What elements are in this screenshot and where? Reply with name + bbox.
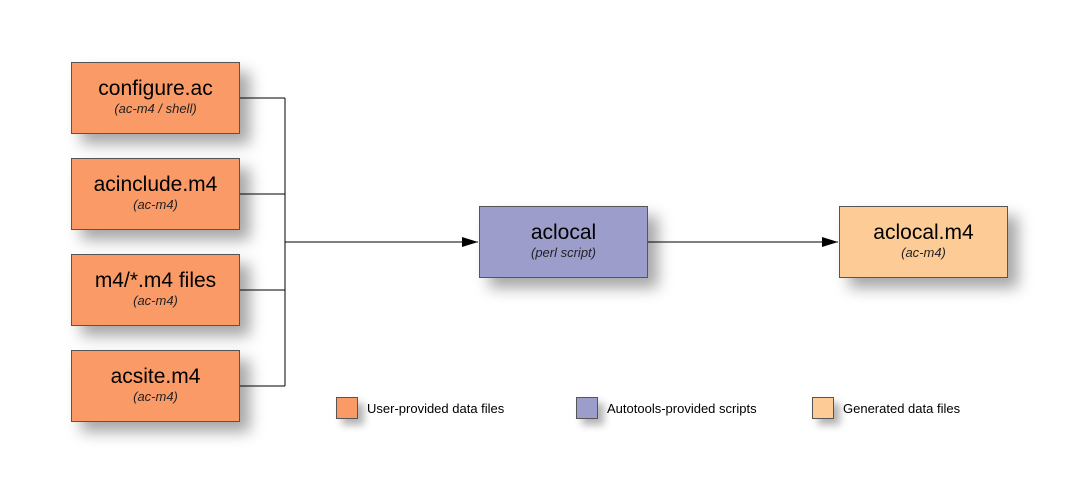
node-configure-ac: configure.ac (ac-m4 / shell) — [71, 62, 240, 134]
node-title: aclocal.m4 — [873, 221, 974, 244]
node-subtitle: (perl script) — [530, 245, 596, 260]
legend-swatch-user — [336, 397, 358, 419]
node-subtitle: (ac-m4) — [133, 389, 178, 404]
legend-generated: Generated data files — [812, 397, 960, 419]
legend-user-provided: User-provided data files — [336, 397, 504, 419]
node-subtitle: (ac-m4) — [901, 245, 946, 260]
node-title: acinclude.m4 — [93, 173, 218, 196]
node-title: acsite.m4 — [110, 365, 201, 388]
legend-swatch-generated — [812, 397, 834, 419]
legend-label: User-provided data files — [367, 400, 505, 416]
node-title: configure.ac — [98, 77, 213, 100]
node-subtitle: (ac-m4) — [133, 293, 178, 308]
node-title: m4/*.m4 files — [94, 269, 217, 292]
node-subtitle: (ac-m4) — [133, 197, 178, 212]
legend-label: Generated data files — [843, 400, 961, 416]
legend-swatch-script — [576, 397, 598, 419]
node-aclocal-m4: aclocal.m4 (ac-m4) — [839, 206, 1008, 278]
legend-label: Autotools-provided scripts — [607, 400, 757, 416]
node-title: aclocal — [530, 221, 597, 244]
node-m4-files: m4/*.m4 files (ac-m4) — [71, 254, 240, 326]
node-acinclude-m4: acinclude.m4 (ac-m4) — [71, 158, 240, 230]
node-acsite-m4: acsite.m4 (ac-m4) — [71, 350, 240, 422]
node-aclocal: aclocal (perl script) — [479, 206, 648, 278]
node-subtitle: (ac-m4 / shell) — [114, 101, 197, 116]
legend-autotools-scripts: Autotools-provided scripts — [576, 397, 757, 419]
